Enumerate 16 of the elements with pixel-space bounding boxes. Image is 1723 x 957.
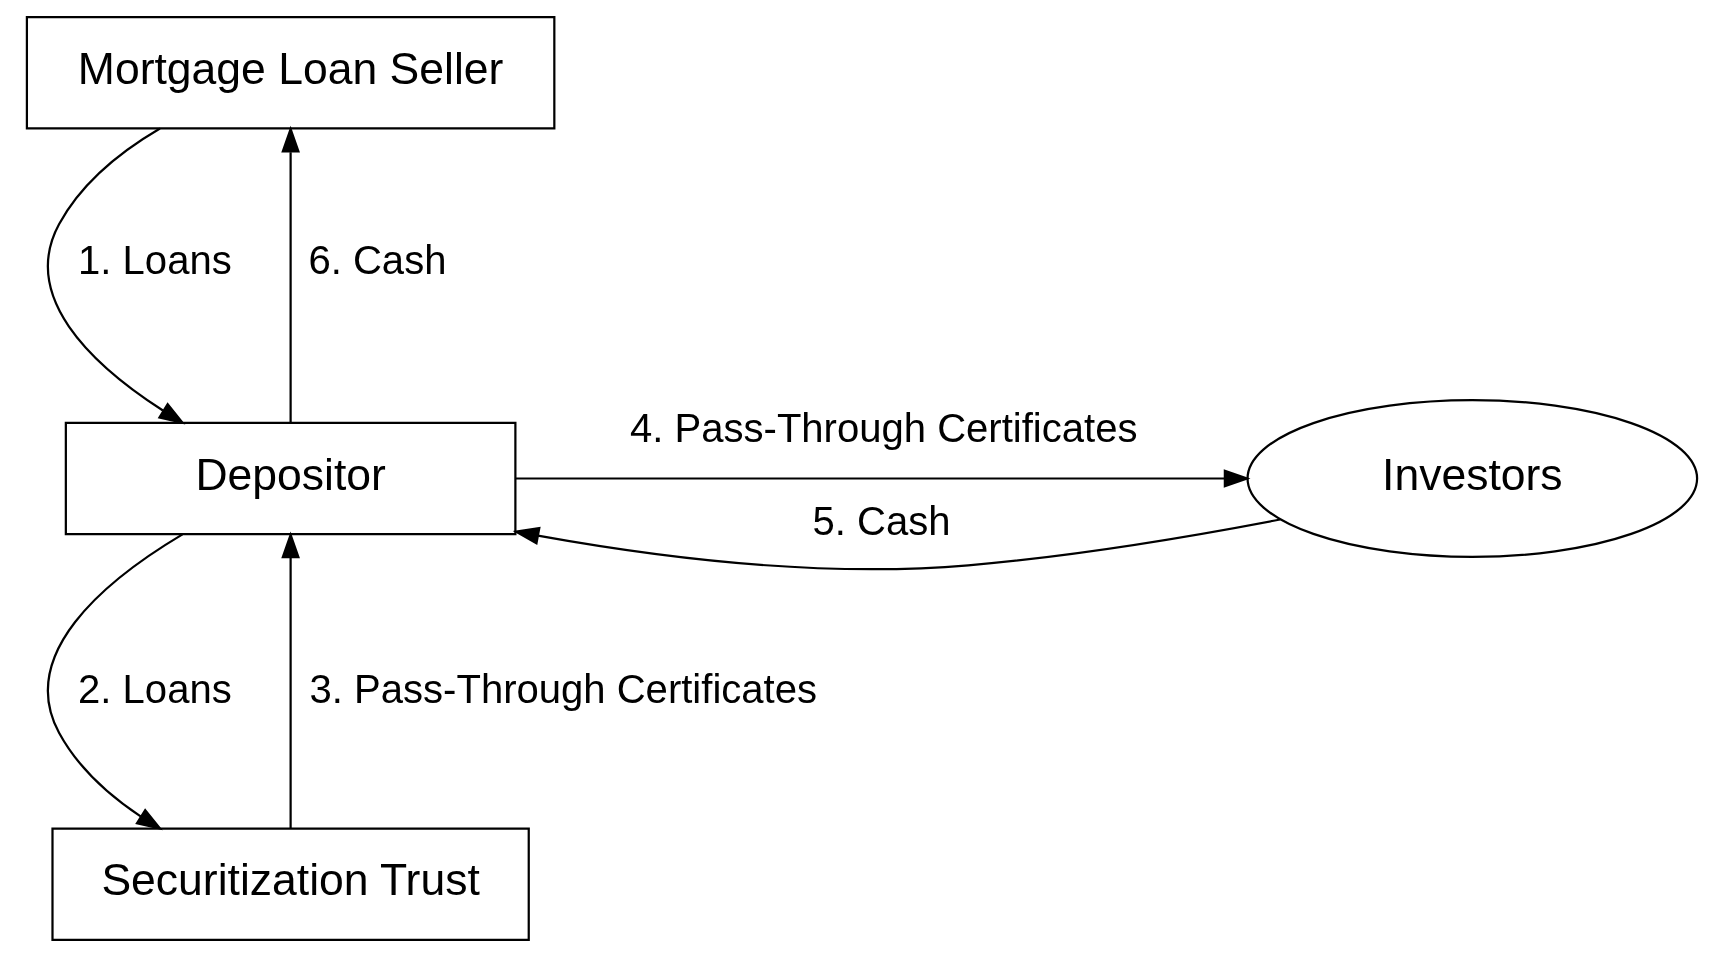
edge-label: 3. Pass-Through Certificates	[309, 666, 817, 711]
edge-label: 1. Loans	[77, 237, 232, 282]
node-box: Mortgage Loan Seller	[25, 15, 555, 130]
arrow	[46, 533, 183, 831]
arrow	[46, 127, 185, 425]
arrow	[280, 531, 300, 829]
arrow	[512, 518, 1280, 571]
arrow	[515, 469, 1250, 488]
node-box: Depositor	[64, 421, 516, 536]
node-box: Securitization Trust	[50, 827, 530, 942]
node-ellipse: Investors	[1245, 399, 1698, 558]
edge-label: 4. Pass-Through Certificates	[629, 405, 1137, 450]
edge-label: 2. Loans	[77, 666, 232, 711]
edge-label: 5. Cash	[811, 499, 950, 544]
edge-label: 6. Cash	[307, 237, 446, 282]
arrow	[280, 125, 300, 423]
